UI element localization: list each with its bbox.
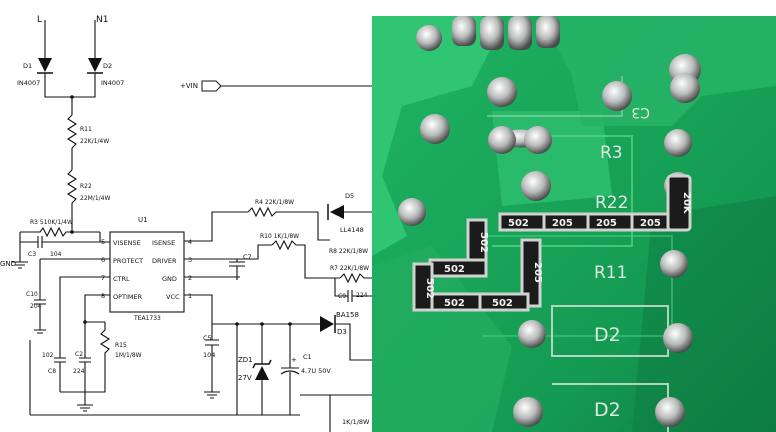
pin-num: 5 xyxy=(101,238,105,246)
resistor-r7 xyxy=(339,272,372,284)
smd-code: 205 xyxy=(640,218,661,229)
c2-value: 224 xyxy=(73,368,85,375)
vin-label: +VIN xyxy=(180,82,198,90)
pin-num: 1 xyxy=(188,292,192,300)
smd-code: 502 xyxy=(444,264,465,275)
r3-label: R3 510K/1/4W xyxy=(30,219,73,226)
d1-part: IN4007 xyxy=(17,79,40,87)
silk-d2-lower: D2 xyxy=(594,399,621,421)
r15-value: 1M/1/8W xyxy=(115,352,142,359)
c10-value: 204 xyxy=(30,303,42,310)
c5-value: 104 xyxy=(203,351,215,359)
diode-d1 xyxy=(37,58,53,74)
r7-label: R7 22K/1/8W xyxy=(330,265,369,272)
d1-ref: D1 xyxy=(23,62,32,70)
smd-code: 502 xyxy=(478,232,489,253)
resistor-r22 xyxy=(66,169,78,204)
c10-ref: C10 xyxy=(26,291,38,298)
pin-num: 7 xyxy=(101,274,105,282)
c8-ref: C8 xyxy=(48,368,56,375)
net-label-l: L xyxy=(37,15,42,25)
c9-ref: C9 xyxy=(338,293,346,300)
r15-ref: R15 xyxy=(115,342,127,349)
vin-connector xyxy=(201,80,222,92)
zener-zd1 xyxy=(252,359,272,380)
ic-u1 xyxy=(109,231,185,313)
c5-ref: C5 xyxy=(203,334,212,342)
c8-value: 102 xyxy=(42,352,54,359)
pin-name: OPTIMER xyxy=(113,293,143,301)
resistor-r10 xyxy=(271,239,340,279)
r11-ref: R11 xyxy=(80,126,92,133)
pin-name: GND xyxy=(162,275,177,283)
c9-value: 224 xyxy=(356,292,368,299)
smd-code: 502 xyxy=(424,278,435,299)
pin-num: 3 xyxy=(188,256,192,264)
silk-r22: R22 xyxy=(595,193,628,213)
smd-code: 502 xyxy=(444,298,465,309)
zd1-ref: ZD1 xyxy=(238,356,253,364)
silk-r3: R3 xyxy=(600,143,623,163)
r8-label: R8 22K/1/8W xyxy=(329,248,368,255)
diode-d3 xyxy=(320,315,336,333)
smd-code: 502 xyxy=(508,218,529,229)
c7-ref: C7 xyxy=(243,253,252,261)
net-label-n1: N1 xyxy=(96,15,108,25)
capacitor-c3 xyxy=(20,236,100,248)
pin-name: DRIVER xyxy=(152,257,177,265)
gnd-label: GND xyxy=(0,260,16,268)
pin-num: 2 xyxy=(188,274,192,282)
r22-value: 22M/1/4W xyxy=(80,195,110,202)
smd-code: 20Κ xyxy=(681,192,692,215)
ic-ref: U1 xyxy=(138,216,148,224)
c1-plus: + xyxy=(291,356,297,364)
d5-part: LL4148 xyxy=(340,226,364,234)
smd-code: 205 xyxy=(596,218,617,229)
c1-value: 4.7U 50V xyxy=(301,367,331,375)
pin-name: VCC xyxy=(166,293,180,301)
pin-name: PROTECT xyxy=(113,257,143,265)
resistor-r15 xyxy=(99,322,111,360)
c3-value: 104 xyxy=(50,251,62,258)
pin-name: VISENSE xyxy=(113,239,141,247)
c1-ref: C1 xyxy=(303,353,312,361)
r22-ref: R22 xyxy=(80,183,92,190)
diode-d2 xyxy=(87,58,103,74)
c3-ref: C3 xyxy=(28,251,36,258)
resistor-r4 xyxy=(247,206,318,218)
silk-c3: C3 xyxy=(631,104,650,120)
ic-part: TEA1733 xyxy=(133,315,161,322)
d2-ref: D2 xyxy=(103,62,112,70)
r4-label: R4 22K/1/8W xyxy=(255,199,294,206)
r10-label: R10 1K/1/8W xyxy=(260,233,299,240)
d3-ref: D3 xyxy=(337,328,347,336)
diode-d5 xyxy=(327,204,344,220)
smd-code: 502 xyxy=(492,298,513,309)
smd-code: 205 xyxy=(532,262,543,283)
d5-ref: D5 xyxy=(345,192,354,200)
ic-right-pins: ISENSE 4 DRIVER 3 GND 2 VCC 1 xyxy=(152,238,192,301)
pin-num: 6 xyxy=(101,256,105,264)
d2-part: IN4007 xyxy=(101,79,124,87)
pcb-photo: 502 205 205 205 502 502 205 502 502 502 … xyxy=(372,16,776,432)
resistor-r3 xyxy=(20,226,100,238)
pin-name: ISENSE xyxy=(152,239,175,247)
d3-part: BA158 xyxy=(336,311,359,319)
silk-r11: R11 xyxy=(594,263,627,283)
smd-resistors: 502 205 205 205 502 502 205 502 502 502 … xyxy=(412,174,692,312)
smd-code: 205 xyxy=(552,218,573,229)
bottom-resistor-value: 1K/1/8W xyxy=(342,418,370,426)
pin-name: CTRL xyxy=(113,275,130,283)
zd1-part: 27V xyxy=(238,374,252,382)
pin-num: 4 xyxy=(188,238,192,246)
solder-pads xyxy=(398,16,701,427)
schematic-diagram: L N1 D1 IN4007 D2 IN4007 R11 22K/1/4W R xyxy=(0,15,380,432)
ic-left-pins: 5 VISENSE 6 PROTECT 7 CTRL 8 OPTIMER xyxy=(101,238,143,301)
resistor-r11 xyxy=(66,114,78,149)
silk-d2: D2 xyxy=(594,324,621,346)
pin-num: 8 xyxy=(101,292,105,300)
c2-ref: C2 xyxy=(75,351,83,358)
r11-value: 22K/1/4W xyxy=(80,138,109,145)
